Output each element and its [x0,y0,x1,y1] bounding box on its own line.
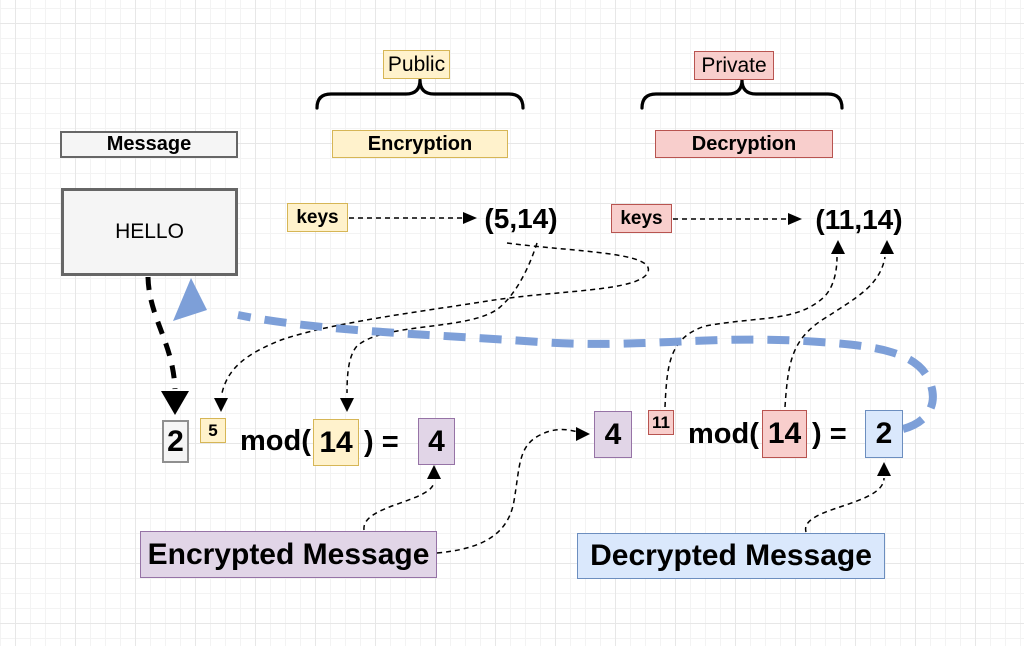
dec-ciphertext-box: 4 [594,411,632,458]
private-key-value: (11,14) [815,203,903,235]
keys-to-public-value-arrowhead [463,212,477,224]
result-to-ciphertext-arrowhead [576,427,590,441]
private-tag: Private [694,51,774,80]
public-keys-box: keys [287,203,348,232]
decrypted-message-label: Decrypted Message [577,533,885,579]
result-to-ciphertext-connector [436,427,590,554]
public-modulus-curve [346,242,538,394]
public-modulus-connector [340,242,538,412]
private-keys-box: keys [611,204,672,233]
dec-exponent-box: 11 [648,410,674,435]
private-exponent-connector [664,240,845,408]
public-key-value: (5,14) [484,202,558,234]
dec-equals-text: ) = [812,417,847,450]
public-exponent-curve [221,242,649,394]
encrypted-label-to-result-arrowhead [427,465,441,479]
keys-to-private-value-arrowhead [788,213,802,225]
decrypted-label-to-result-arrowhead [877,462,891,476]
keys-to-public-value-arrow [349,212,477,224]
dec-mod-open-text: mod( [688,417,759,450]
private-brace [640,78,844,110]
encrypted-label-to-result-curve [363,481,435,531]
enc-modulus-box: 14 [313,419,359,466]
public-exponent-arrowhead [214,398,228,412]
message-to-plaintext-curve [145,276,178,390]
public-exponent-connector [214,242,649,412]
private-exponent-arrowhead [831,240,845,254]
message-content-box: HELLO [61,188,238,276]
encrypted-message-label: Encrypted Message [140,531,437,578]
enc-exponent-box: 5 [200,418,226,443]
enc-plaintext-box: 2 [162,420,189,463]
message-to-plaintext-arrowhead [161,391,189,415]
private-modulus-curve [784,256,886,408]
decrypted-to-message-flow-arrow [173,278,937,433]
decrypted-label-to-result-curve [805,477,885,533]
dec-result-box: 2 [865,410,903,458]
public-modulus-arrowhead [340,398,354,412]
private-modulus-arrowhead [880,240,894,254]
message-to-plaintext-arrow [145,276,189,415]
enc-result-box: 4 [418,418,455,465]
public-tag: Public [383,50,450,79]
private-exponent-curve [664,256,838,408]
private-modulus-connector [784,240,894,408]
result-to-ciphertext-curve [436,428,585,554]
encrypted-label-to-result-connector [363,465,441,531]
public-brace [315,78,525,110]
message-header: Message [60,131,238,158]
encryption-header: Encryption [332,130,508,158]
keys-to-private-value-arrow [673,213,802,225]
decryption-header: Decryption [655,130,833,158]
enc-equals-text: ) = [364,426,399,458]
enc-mod-open-text: mod( [240,425,311,457]
dec-modulus-box: 14 [762,410,807,458]
decrypted-label-to-result-connector [805,462,891,533]
decrypted-to-message-flow-arrowhead [173,278,207,321]
